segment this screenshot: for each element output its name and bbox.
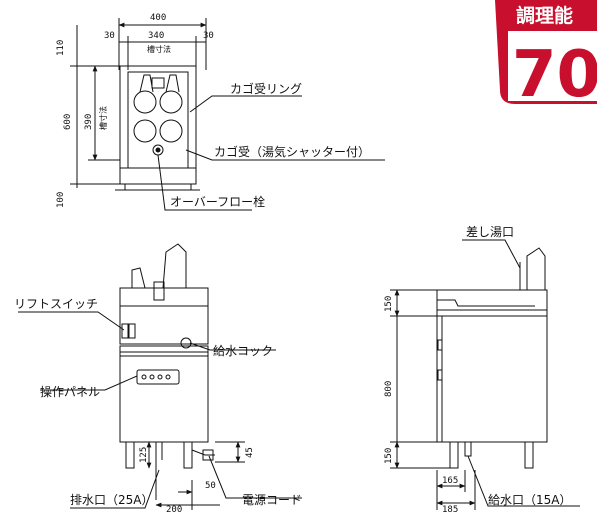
- dim-top-depth: 110: [56, 40, 66, 56]
- front-view: [18, 243, 302, 510]
- dim-drain-offset: 200: [166, 505, 182, 514]
- side-view: [390, 239, 580, 510]
- dim-drain-height: 125: [139, 447, 149, 463]
- capacity-badge: 調理能 70: [495, 0, 597, 112]
- top-view: [70, 18, 385, 211]
- dim-cord-offset: 50: [205, 481, 216, 491]
- dim-left-margin: 30: [104, 31, 115, 41]
- badge-title: 調理能: [516, 4, 573, 27]
- callout-water-inlet: 給水口（15A）: [488, 493, 571, 507]
- badge-number: 70: [512, 38, 597, 112]
- dim-body-height: 800: [384, 381, 394, 397]
- dim-tank-depth-label: 槽寸法: [98, 106, 108, 130]
- dim-tank-depth: 390: [84, 114, 94, 130]
- callout-drain: 排水口（25A）: [70, 493, 153, 507]
- callout-water-cock: 給水コック: [213, 344, 273, 358]
- dim-leg-height: 150: [384, 448, 394, 464]
- dim-inner-width: 340: [148, 31, 164, 41]
- callout-control-panel: 操作パネル: [40, 384, 100, 399]
- callout-basket-ring: カゴ受リング: [230, 81, 302, 96]
- dim-top-height: 150: [384, 296, 394, 312]
- dim-width-total: 400: [150, 13, 166, 23]
- dim-overall-offset: 185: [442, 505, 458, 514]
- dim-cord-height: 45: [245, 447, 255, 458]
- dim-bottom-depth: 100: [56, 192, 66, 208]
- dim-right-margin: 30: [203, 31, 214, 41]
- dim-tank-width-label: 槽寸法: [147, 44, 171, 54]
- callout-power-cord: 電源コード: [242, 493, 302, 507]
- dim-inlet-offset: 165: [442, 476, 458, 486]
- callout-basket-holder: カゴ受（湯気シャッター付）: [214, 144, 370, 159]
- callout-hot-water-inlet: 差し湯口: [466, 225, 514, 239]
- callout-overflow-plug: オーバーフロー栓: [170, 194, 265, 209]
- dim-total-depth: 600: [63, 114, 73, 130]
- callout-lift-switch: リフトスイッチ: [14, 297, 98, 311]
